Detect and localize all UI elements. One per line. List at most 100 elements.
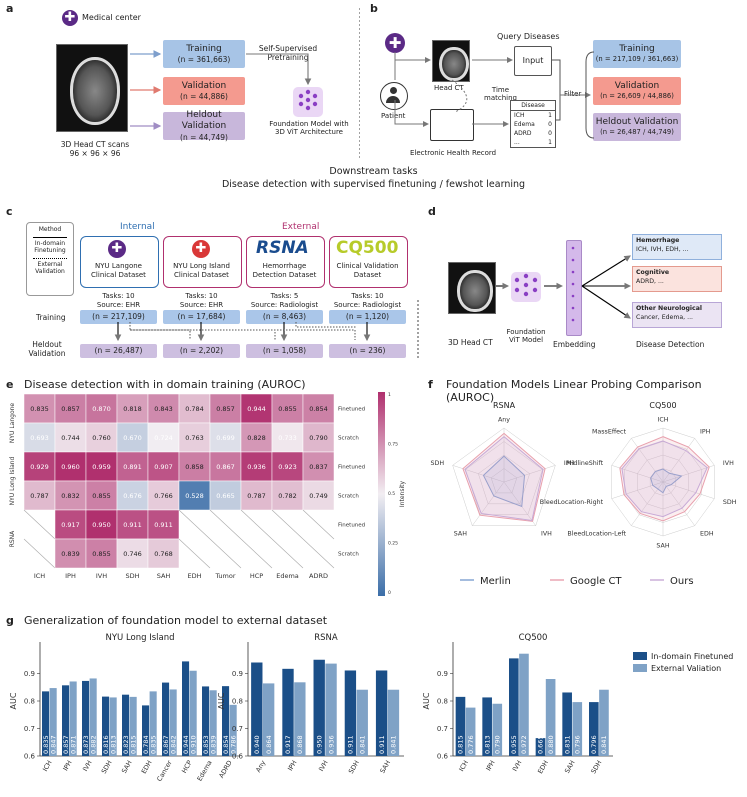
- a-training-label: Training: [186, 43, 222, 54]
- query-diseases-label: Query Diseases: [497, 32, 560, 41]
- dataset-subname: Detection Dataset: [252, 271, 317, 279]
- bar-value-label: 0.796: [590, 735, 598, 754]
- dataset-heldout-n: (n = 236): [329, 344, 406, 358]
- heatmap-col-label: SDH: [125, 572, 139, 580]
- heatmap-empty-cell: [240, 538, 273, 569]
- radar-series: [650, 468, 683, 494]
- bar: [262, 683, 275, 756]
- bar-value-label: 0.784: [142, 735, 150, 754]
- d-head-ct-label: 3D Head CT: [448, 338, 493, 347]
- svg-text:0.835: 0.835: [30, 405, 49, 413]
- bar-y-tick-label: 0.6: [437, 753, 449, 761]
- method-title: Method: [38, 226, 62, 233]
- bar: [82, 680, 90, 756]
- bar-value-label: 0.665: [537, 735, 545, 754]
- dataset-source: Source: EHR: [96, 301, 141, 309]
- disease-category-title: Other Neurological: [636, 305, 702, 312]
- bar-category-label: IPH: [286, 759, 298, 772]
- radar-axis-label: SAH: [454, 530, 467, 537]
- dataset-tasks: Tasks: 10: [102, 292, 135, 300]
- bar-value-label: 0.911: [347, 735, 355, 754]
- heatmap-cell: 0.763: [178, 422, 211, 453]
- dataset-source: Source: Radiologist: [333, 301, 402, 309]
- panel-a-label: a: [6, 2, 14, 15]
- panel-g-label: g: [6, 614, 14, 627]
- colorbar-tick: 0.75: [388, 442, 398, 448]
- heatmap-cell: 0.960: [54, 451, 87, 482]
- bar-value-label: 0.813: [109, 735, 117, 754]
- bar-value-label: 0.841: [359, 735, 367, 754]
- bar-category-label: SDH: [589, 759, 603, 775]
- input-box: Input: [514, 46, 552, 76]
- svg-text:0.699: 0.699: [216, 434, 235, 442]
- bar-value-label: 0.854: [222, 735, 230, 754]
- time-line2: matching: [484, 94, 517, 103]
- svg-text:0.854: 0.854: [309, 405, 328, 413]
- panel-d-arrows: [496, 246, 632, 322]
- bar-category-label: IVH: [317, 759, 330, 773]
- dataset-source: Source: EHR: [179, 301, 224, 309]
- heatmap-group-label: NYU Long Island: [9, 456, 16, 505]
- b-heldout-n: (n = 26,487 / 44,749): [600, 128, 674, 137]
- b-validation-box: Validation (n = 26,609 / 44,886): [593, 77, 681, 105]
- heatmap-cell: 0.528: [178, 480, 211, 511]
- bar: [149, 691, 157, 756]
- bar-value-label: 0.871: [69, 735, 77, 754]
- bar: [282, 668, 294, 756]
- heatmap-cell: 0.936: [240, 451, 273, 482]
- radar-spoke: [503, 481, 536, 526]
- colorbar-tick: 1: [388, 392, 391, 398]
- svg-text:0.855: 0.855: [92, 550, 111, 558]
- heatmap-col-label: Tumor: [214, 572, 235, 580]
- panel-d-label: d: [428, 205, 436, 218]
- patient-label: Patient: [381, 112, 406, 120]
- heatmap-cell: 0.790: [302, 422, 335, 453]
- bar-value-label: 0.873: [82, 735, 90, 754]
- dataset-train-n: (n = 8,463): [246, 310, 323, 324]
- bar-y-label: AUC: [217, 692, 226, 709]
- a-heldout-n: (n = 44,749): [180, 132, 228, 142]
- dataset-tasks: Tasks: 10: [351, 292, 384, 300]
- bar: [509, 658, 519, 756]
- radar-series: [482, 455, 526, 508]
- radar-axis-label: IVH: [541, 530, 552, 537]
- a-heldout-box: Heldout Validation (n = 44,749): [163, 110, 245, 142]
- a-validation-box: Validation (n = 44,886): [163, 77, 245, 105]
- bar-value-label: 0.955: [510, 735, 518, 754]
- external-label: External: [282, 222, 320, 232]
- disease-value: 0: [548, 130, 552, 137]
- disease-name: Edema: [514, 121, 535, 128]
- radar-axis-label: IPH: [564, 460, 575, 467]
- dataset-train-n: (n = 1,120): [329, 310, 406, 324]
- svg-text:0.670: 0.670: [123, 434, 142, 442]
- bar-value-label: 0.841: [390, 735, 398, 754]
- radar-spoke: [503, 465, 556, 483]
- embedding-bar: [566, 240, 582, 336]
- heatmap-cell: 0.911: [116, 509, 149, 540]
- heatmap-cell: 0.929: [23, 451, 56, 482]
- bar-value-label: 0.815: [457, 735, 465, 754]
- svg-text:0.843: 0.843: [154, 405, 173, 413]
- svg-text:0.867: 0.867: [216, 463, 235, 471]
- bar-value-label: 0.796: [574, 735, 582, 754]
- bar-value-label: 0.823: [122, 735, 130, 754]
- bar: [129, 696, 137, 756]
- b-head-ct-label: Head CT: [434, 84, 464, 92]
- svg-text:0.766: 0.766: [154, 492, 173, 500]
- svg-text:0.923: 0.923: [278, 463, 297, 471]
- heatmap-cell: 0.828: [240, 422, 273, 453]
- heatmap-cell: 0.923: [271, 451, 304, 482]
- bar-value-label: 0.839: [209, 735, 217, 754]
- dataset-train-n: (n = 217,109): [80, 310, 157, 324]
- radar-legend-label: Merlin: [480, 576, 511, 587]
- b-validation-label: Validation: [614, 81, 660, 92]
- radar-spoke: [662, 481, 695, 526]
- radar-grid: [465, 441, 543, 516]
- heatmap-cell: 0.867: [209, 451, 242, 482]
- colorbar-label: Intensity: [399, 480, 406, 507]
